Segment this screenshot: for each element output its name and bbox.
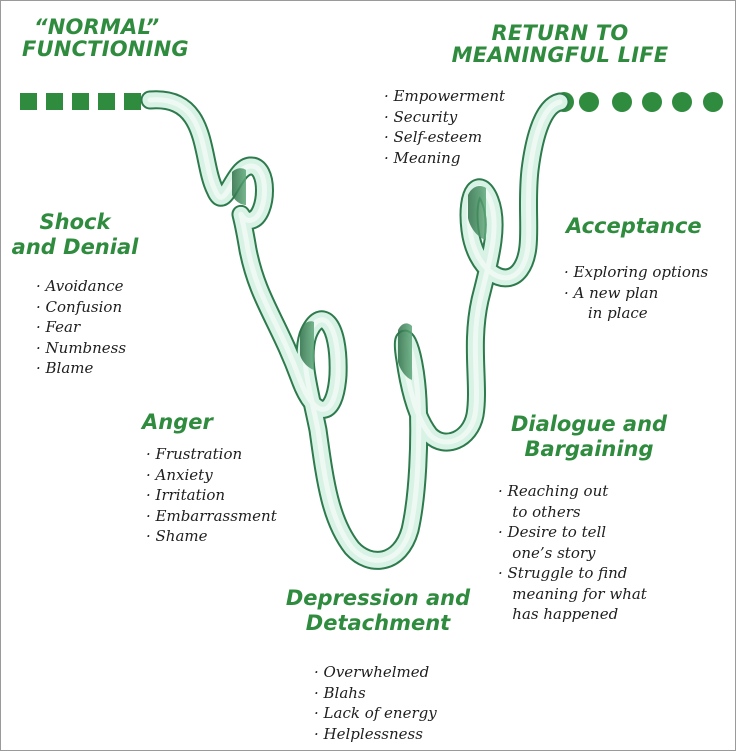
list-item: · Reaching out	[498, 481, 647, 502]
list-item: has happened	[498, 604, 647, 625]
anger-items: · Frustration · Anxiety · Irritation · E…	[146, 444, 277, 547]
anger-title: Anger	[142, 410, 213, 435]
return-items: · Empowerment · Security · Self-esteem ·…	[384, 86, 505, 168]
list-item: one’s story	[498, 543, 647, 564]
list-item: · Desire to tell	[498, 522, 647, 543]
circle-marker	[672, 92, 692, 112]
list-item: · Empowerment	[384, 86, 505, 107]
normal-functioning-title: “NORMAL” FUNCTIONING	[22, 16, 189, 61]
list-item: · Lack of energy	[314, 703, 437, 724]
title-line: “NORMAL”	[22, 16, 189, 38]
list-item: · Confusion	[36, 297, 126, 318]
list-item: · Avoidance	[36, 276, 126, 297]
stage-title-line: Bargaining	[494, 437, 684, 462]
circle-marker	[642, 92, 662, 112]
dialogue-bargaining-title: Dialogue and Bargaining	[494, 412, 684, 462]
list-item: meaning for what	[498, 584, 647, 605]
stage-title-line: Depression and	[268, 586, 488, 611]
square-marker	[124, 93, 141, 110]
square-marker	[72, 93, 89, 110]
depression-detachment-title: Depression and Detachment	[268, 586, 488, 636]
meaningful-life-markers	[554, 92, 723, 112]
list-item: · Blahs	[314, 683, 437, 704]
acceptance-items: · Exploring options · A new plan in plac…	[564, 262, 708, 324]
list-item: · Embarrassment	[146, 506, 277, 527]
stage-title-line: Anger	[142, 410, 213, 435]
shock-denial-title: Shock and Denial	[10, 210, 140, 260]
list-item: to others	[498, 502, 647, 523]
meaningful-life-title: RETURN TO MEANINGFUL LIFE	[440, 22, 680, 67]
list-item: in place	[564, 303, 708, 324]
stage-title-line: Acceptance	[566, 214, 702, 239]
list-item: · Meaning	[384, 148, 505, 169]
list-item: · Numbness	[36, 338, 126, 359]
dialogue-bargaining-items: · Reaching out to others · Desire to tel…	[498, 481, 647, 625]
list-item: · Anxiety	[146, 465, 277, 486]
circle-marker	[612, 92, 632, 112]
stage-title-line: and Denial	[10, 235, 140, 260]
depression-detachment-items: · Overwhelmed · Blahs · Lack of energy ·…	[314, 662, 437, 744]
circle-marker	[703, 92, 723, 112]
square-marker	[98, 93, 115, 110]
list-item: · Frustration	[146, 444, 277, 465]
list-item: · Shame	[146, 526, 277, 547]
stage-title-line: Dialogue and	[494, 412, 684, 437]
stage-title-line: Detachment	[268, 611, 488, 636]
title-line: MEANINGFUL LIFE	[440, 44, 680, 66]
square-marker	[20, 93, 37, 110]
acceptance-title: Acceptance	[566, 214, 702, 239]
list-item: · Struggle to find	[498, 563, 647, 584]
shock-denial-items: · Avoidance · Confusion · Fear · Numbnes…	[36, 276, 126, 379]
list-item: · Self-esteem	[384, 127, 505, 148]
square-marker	[46, 93, 63, 110]
list-item: · Security	[384, 107, 505, 128]
circle-marker	[579, 92, 599, 112]
title-line: FUNCTIONING	[22, 38, 189, 60]
list-item: · Blame	[36, 358, 126, 379]
stage-title-line: Shock	[10, 210, 140, 235]
list-item: · Fear	[36, 317, 126, 338]
list-item: · Overwhelmed	[314, 662, 437, 683]
list-item: · Helplessness	[314, 724, 437, 745]
title-line: RETURN TO	[440, 22, 680, 44]
list-item: · Exploring options	[564, 262, 708, 283]
list-item: · Irritation	[146, 485, 277, 506]
list-item: · A new plan	[564, 283, 708, 304]
normal-functioning-markers	[20, 93, 141, 110]
